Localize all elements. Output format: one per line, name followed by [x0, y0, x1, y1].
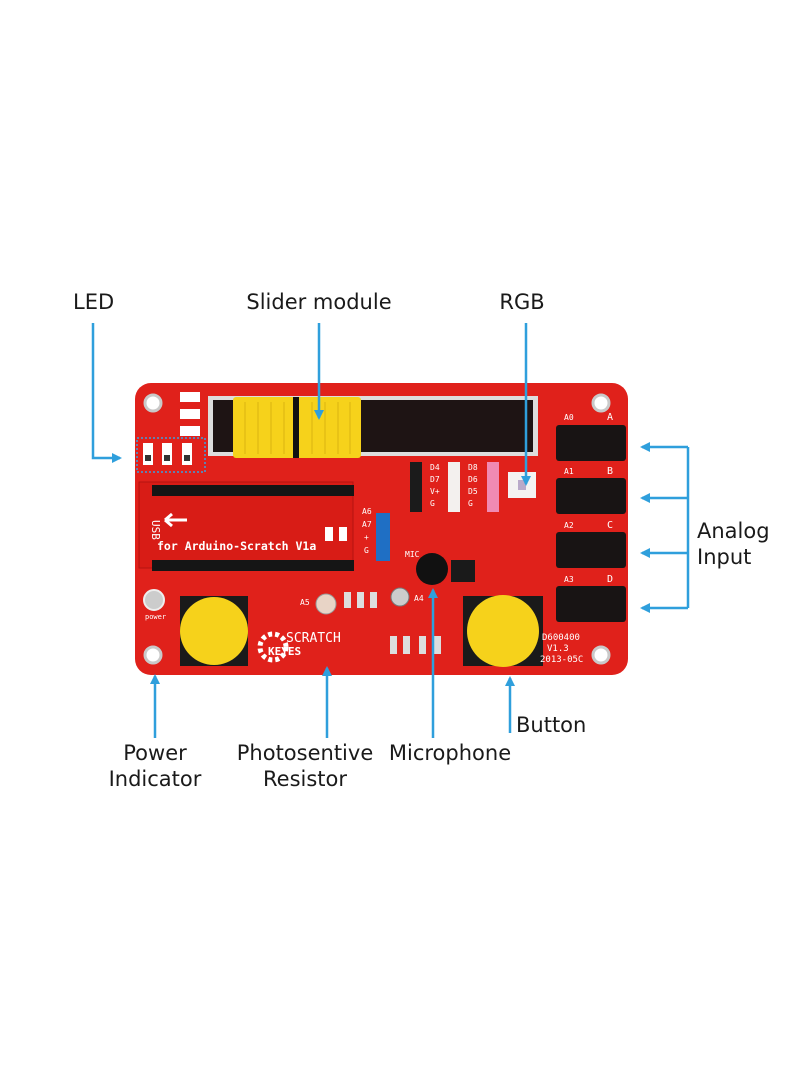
label-button: Button: [516, 713, 587, 737]
svg-text:KEYES: KEYES: [268, 645, 301, 658]
callout-arrows: [91, 323, 690, 738]
keyes-logo: SCRATCH KEYES: [257, 631, 341, 663]
svg-text:A5: A5: [300, 598, 310, 607]
resistor-row: [390, 636, 441, 654]
led-group: [136, 392, 206, 473]
label-photo-line1: Photosentive: [236, 741, 374, 765]
svg-text:A3: A3: [564, 575, 574, 584]
label-analog-line2: Input: [697, 545, 752, 569]
svg-text:C: C: [607, 520, 613, 531]
microphone-component: MIC A4: [390, 550, 475, 607]
analog-jacks: A0 A1 A2 A3 A B C D: [556, 412, 626, 622]
svg-text:G: G: [364, 546, 369, 555]
svg-text:D7: D7: [430, 475, 440, 484]
label-microphone: Microphone: [388, 741, 512, 765]
svg-text:A1: A1: [564, 467, 574, 476]
power-led: power: [143, 589, 166, 621]
svg-text:MIC: MIC: [405, 550, 420, 559]
mounting-holes: [143, 393, 611, 665]
svg-text:D5: D5: [468, 487, 478, 496]
photoresistor-component: A5: [300, 592, 377, 615]
svg-text:D4: D4: [430, 463, 440, 472]
version-silkscreen: V1.3: [547, 644, 569, 654]
arduino-socket: USB for Arduino-Scratch V1a: [138, 481, 354, 571]
led-arrow: [91, 323, 122, 463]
svg-text:A2: A2: [564, 521, 574, 530]
svg-text:G: G: [430, 499, 435, 508]
svg-text:G: G: [468, 499, 473, 508]
board-name: for Arduino-Scratch V1a: [157, 539, 316, 553]
push-buttons: [180, 595, 543, 667]
label-rgb: RGB: [499, 290, 545, 314]
svg-text:A: A: [607, 412, 613, 423]
label-photo-line2: Resistor: [263, 767, 347, 791]
svg-text:+: +: [364, 533, 369, 542]
svg-text:A7: A7: [362, 520, 372, 529]
pin-headers: A6 A7 + G D4 D7 V+ G D8 D6 D5 G: [362, 462, 499, 561]
svg-text:D: D: [607, 574, 613, 585]
date-silkscreen: 2013-05C: [540, 655, 583, 665]
arrow-left-icon: [164, 512, 187, 528]
svg-text:V+: V+: [430, 487, 440, 496]
label-power-line2: Indicator: [108, 767, 202, 791]
rgb-led: [508, 472, 536, 498]
label-analog-line1: Analog: [697, 519, 770, 543]
label-led: LED: [73, 290, 115, 314]
label-power-line1: Power: [123, 741, 187, 765]
label-slider-module: Slider module: [246, 290, 392, 314]
svg-text:power: power: [145, 613, 166, 621]
svg-text:SCRATCH: SCRATCH: [286, 631, 341, 646]
svg-text:D6: D6: [468, 475, 478, 484]
pcb-board: USB for Arduino-Scratch V1a A6 A7 + G D4…: [135, 383, 628, 675]
svg-text:B: B: [607, 466, 613, 477]
model-silkscreen: D600400: [542, 633, 580, 643]
svg-text:D8: D8: [468, 463, 478, 472]
svg-text:A0: A0: [564, 413, 574, 422]
svg-text:A4: A4: [414, 594, 424, 603]
usb-silkscreen: USB: [149, 520, 162, 540]
slider-module: [208, 396, 538, 458]
svg-text:A6: A6: [362, 507, 372, 516]
